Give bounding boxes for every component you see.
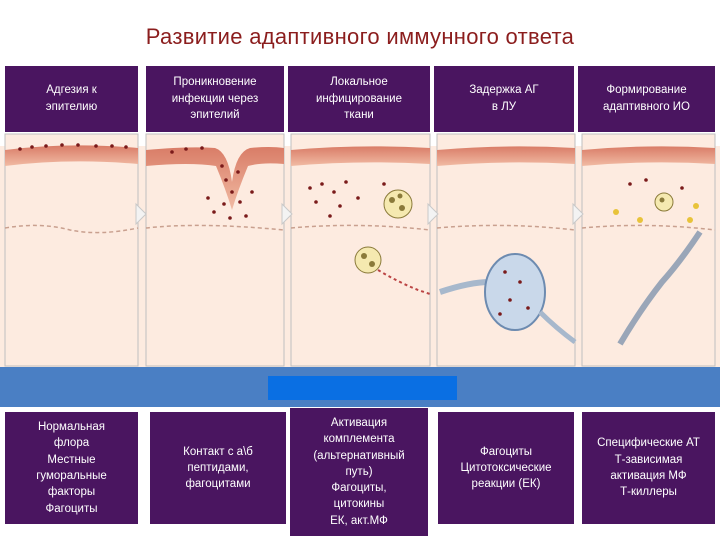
stage-4-footer-line: реакции (ЕК)	[471, 478, 541, 491]
antibody-group	[613, 203, 699, 223]
phagocyte-cell	[383, 189, 413, 219]
stage-5-footer-line: Т-зависимая	[614, 453, 683, 466]
stage-4-footer: Фагоциты Цитотоксические реакции (ЕК)	[438, 412, 574, 524]
stage-3-footer-line: Фагоциты,	[331, 482, 387, 495]
stage-2-header-line: инфекции через	[171, 92, 259, 105]
epithelium-layer	[5, 145, 138, 166]
stage-5-header: Формирование адаптивного ИО	[578, 66, 715, 132]
stage-3-header-line: Локальное	[330, 75, 388, 88]
stage-2-footer-line: Контакт с а\б	[183, 445, 253, 458]
stage-2-footer-line: фагоцитами	[185, 478, 251, 491]
epithelium-layer	[291, 146, 430, 166]
epithelium-breach	[146, 147, 284, 210]
bacteria-group	[18, 143, 128, 151]
stage-3-footer-line: путь)	[345, 465, 373, 478]
stage-1-header-line: эпителию	[45, 101, 98, 113]
blood-vessel	[617, 230, 703, 346]
stage-2-footer: Контакт с а\б пептидами, фагоцитами	[150, 412, 286, 524]
stage-1-footer-line: Нормальная	[37, 421, 106, 434]
stage-5-footer-line: Специфические АТ	[597, 437, 700, 450]
antigen-dots	[498, 270, 530, 316]
stage-1-header: Адгезия к эпителию	[5, 66, 138, 132]
stage-2-header-line: эпителий	[190, 109, 240, 122]
page-title: Развитие адаптивного иммунного ответа	[145, 24, 575, 49]
timeline-highlight	[268, 376, 457, 400]
basement-membrane	[145, 224, 285, 231]
stage-2-header-line: Проникновение	[173, 75, 257, 88]
stage-3-header: Локальное инфицирование ткани	[288, 66, 430, 132]
epithelium-layer	[437, 146, 575, 166]
stage-5-header-line: Формирование	[606, 84, 687, 97]
panel-2	[145, 133, 285, 367]
arrow-icon	[572, 202, 584, 226]
stage-1-footer: Нормальная флора Местные гуморальные фак…	[5, 412, 138, 524]
panel-1	[4, 133, 139, 367]
stage-2-header: Проникновение инфекции через эпителий	[146, 66, 284, 132]
lymph-node	[484, 253, 546, 331]
stage-4-header-line: в ЛУ	[491, 101, 517, 113]
stage-5-header-line: адаптивного ИО	[602, 101, 691, 113]
stage-5-footer-line: Т-киллеры	[620, 486, 677, 499]
stage-1-footer-line: флора	[53, 437, 90, 450]
arrow-icon	[281, 202, 293, 226]
macrophage-cell	[354, 246, 382, 274]
panel-3	[290, 133, 431, 367]
basement-membrane	[290, 224, 431, 231]
stage-2-footer-line: пептидами,	[187, 461, 249, 474]
stage-arrows	[135, 202, 584, 226]
stage-3-header-line: ткани	[344, 109, 374, 122]
stage-4-footer-line: Цитотоксические	[460, 461, 552, 474]
stage-1-header-line: Адгезия к	[46, 84, 97, 97]
arrow-icon	[135, 202, 147, 226]
stage-1-footer-line: Фагоциты	[45, 502, 98, 515]
stage-4-header-line: Задержка АГ	[469, 84, 539, 97]
stage-5-footer-line: активация МФ	[610, 470, 687, 482]
lymph-flow	[377, 269, 431, 295]
stage-4-header: Задержка АГ в ЛУ	[434, 66, 574, 132]
stage-3-footer-line: Активация	[330, 416, 388, 429]
stage-5-footer: Специфические АТ Т-зависимая активация М…	[582, 412, 715, 524]
stage-3-footer: Активация комплемента (альтернативный пу…	[290, 408, 428, 536]
immune-response-illustration	[0, 132, 720, 367]
basement-membrane	[436, 224, 576, 231]
panel-5	[581, 133, 716, 367]
efferent-vessel	[538, 310, 577, 345]
stage-3-footer-line: ЕК, акт.МФ	[330, 514, 388, 527]
panel-4	[436, 133, 577, 367]
basement-membrane	[581, 224, 716, 231]
epithelium-layer	[582, 146, 715, 166]
stage-4-footer-line: Фагоциты	[479, 445, 532, 458]
stage-3-header-line: инфицирование	[315, 92, 402, 105]
stage-3-footer-line: комплемента	[323, 433, 395, 446]
stage-1-footer-line: гуморальные	[36, 470, 107, 482]
basement-membrane	[4, 224, 139, 234]
stage-3-footer-line: цитокины	[333, 498, 385, 511]
stage-3-footer-line: (альтернативный	[313, 449, 405, 462]
stage-1-footer-line: Местные	[47, 453, 96, 466]
stage-1-footer-line: факторы	[47, 486, 96, 499]
activated-macrophage	[654, 192, 674, 212]
bacteria-group	[628, 178, 684, 190]
bacteria-group	[308, 180, 386, 218]
arrow-icon	[427, 202, 439, 226]
bacteria-group	[170, 146, 254, 220]
